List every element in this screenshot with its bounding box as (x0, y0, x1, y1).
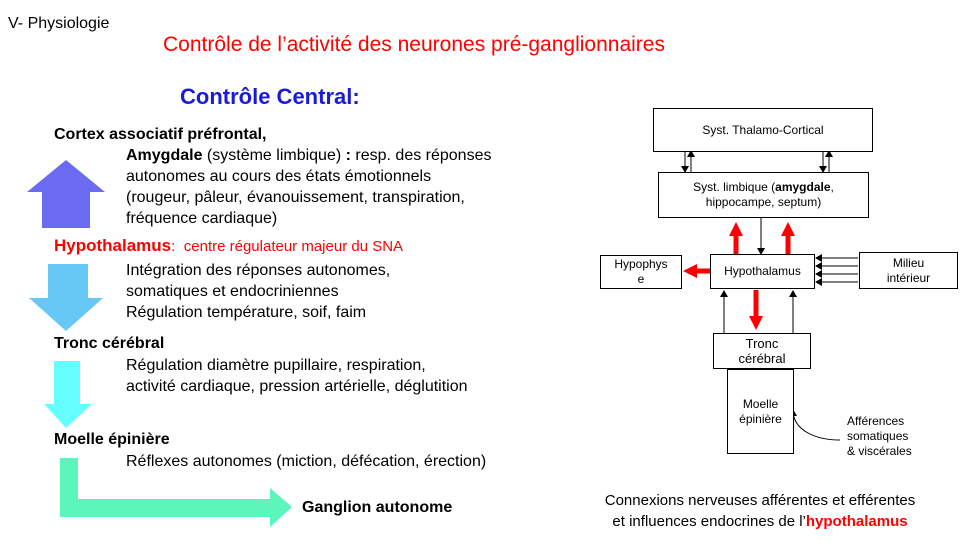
tronc-detail-1: Régulation diamètre pupillaire, respirat… (126, 357, 426, 374)
amygdala-colon: : (345, 147, 351, 164)
amygdala-detail-2: (rougeur, pâleur, évanouissement, transp… (126, 189, 465, 206)
amygdala-detail-1: autonomes au cours des états émotionnels (126, 168, 432, 185)
hypothalamus-box: Hypothalamus (710, 254, 815, 289)
afferences-label: Afférences somatiques & viscérales (847, 414, 912, 459)
limbique-box: Syst. limbique (amygdale, hippocampe, se… (658, 172, 869, 218)
diagram-caption: Connexions nerveuses afférentes et effér… (560, 490, 960, 532)
hypothalamus-desc: centre régulateur majeur du SNA (183, 238, 404, 255)
caption-line-2-prefix: et influences endocrines de l’ (612, 513, 806, 530)
thalamo-cortical-box: Syst. Thalamo-Cortical (653, 108, 873, 152)
section-label: V- Physiologie (8, 15, 110, 32)
hypothalamus-detail-3: Régulation température, soif, faim (126, 304, 367, 321)
hypophyse-line-2: e (637, 272, 645, 286)
down-arrow-hypothalamus (29, 264, 103, 331)
up-arrow (27, 160, 105, 228)
moelle-box: Moelle épinière (727, 369, 794, 454)
amygdala-block: Amygdale (système limbique) : resp. des … (126, 145, 546, 229)
tronc-detail-2: activité cardiaque, pression artérielle,… (126, 378, 468, 395)
moelle-box-line-2: épinière (739, 411, 782, 426)
hypophyse-line-1: Hypophys (614, 257, 668, 271)
tronc-block: Régulation diamètre pupillaire, respirat… (126, 355, 468, 397)
moelle-label: Moelle épinière (54, 431, 170, 448)
hypothalamus-block: Intégration des réponses autonomes, soma… (126, 260, 390, 323)
limbique-line-2: hippocampe, septum) (705, 195, 822, 209)
afferences-curve (789, 409, 841, 441)
amygdala-paren: (système limbique) (202, 147, 346, 164)
hypothalamus-name: Hypothalamus (54, 236, 172, 255)
ganglion-label: Ganglion autonome (302, 499, 453, 516)
caption-line-2: et influences endocrines de l’hypothalam… (560, 511, 960, 532)
limbique-suffix: , (830, 180, 834, 194)
hypothalamus-detail-2: somatiques et endocriniennes (126, 283, 339, 300)
cortex-label: Cortex associatif préfrontal, (54, 126, 267, 143)
hypothalamus-colon: : (171, 238, 176, 255)
caption-hypothalamus: hypothalamus (805, 513, 908, 530)
thalamo-cortical-label: Syst. Thalamo-Cortical (702, 122, 824, 137)
amygdala-detail-3: fréquence cardiaque) (126, 210, 278, 227)
afferences-line-3: & viscérales (847, 444, 912, 458)
amygdala-line: Amygdale (système limbique) : resp. des … (126, 145, 546, 166)
tronc-box: Tronc cérébral (713, 333, 811, 369)
page-title: Contrôle de l’activité des neurones pré-… (163, 33, 665, 56)
tronc-label: Tronc cérébral (54, 335, 165, 352)
moelle-box-line-1: Moelle (742, 396, 779, 411)
amygdala-text: resp. des réponses (350, 147, 492, 164)
bent-arrow-ganglion (60, 458, 292, 527)
moelle-detail: Réflexes autonomes (miction, défécation,… (126, 453, 487, 470)
subtitle: Contrôle Central: (180, 84, 360, 109)
down-arrow-tronc (44, 361, 92, 428)
tronc-box-line-2: cérébral (738, 351, 786, 366)
afferences-line-1: Afférences (847, 414, 905, 428)
amygdala-name: Amygdale (126, 147, 203, 164)
hypothalamus-box-label: Hypothalamus (724, 264, 801, 278)
tronc-box-line-1: Tronc (745, 336, 779, 351)
limbique-prefix: Syst. limbique ( (693, 180, 776, 194)
afferences-line-2: somatiques (847, 429, 909, 443)
milieu-interieur-box: Milieu intérieur (859, 252, 958, 289)
milieu-line-2: intérieur (886, 270, 931, 285)
milieu-line-1: Milieu (892, 255, 925, 270)
caption-line-1: Connexions nerveuses afférentes et effér… (604, 492, 916, 509)
limbique-line-1: Syst. limbique (amygdale, (693, 180, 834, 195)
hypothalamus-detail-1: Intégration des réponses autonomes, (126, 262, 391, 279)
hypophyse-box: Hypophys e (600, 255, 682, 289)
hierarchy-arrows (27, 160, 292, 527)
limbique-amygdale: amygdale (775, 180, 831, 194)
hypothalamus-line: Hypothalamus: centre régulateur majeur d… (54, 236, 403, 256)
